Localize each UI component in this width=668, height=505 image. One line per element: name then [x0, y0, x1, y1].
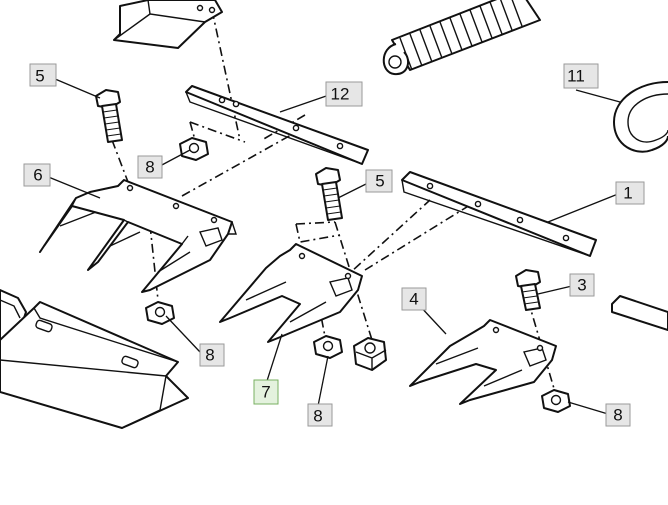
- callout-label: 4: [409, 290, 418, 309]
- callout-7: 7: [253, 379, 279, 405]
- callout-label: 8: [613, 406, 622, 425]
- top-plate-partial: [113, 0, 223, 49]
- callout-5-upper-left: 5: [29, 63, 57, 87]
- right-bar-partial: [611, 295, 668, 331]
- callout-label: 3: [577, 276, 586, 295]
- callout-label: 1: [623, 184, 632, 203]
- bolt-right: [515, 269, 541, 311]
- tension-spring: [382, 0, 541, 76]
- retaining-clip: [613, 81, 668, 153]
- bolt-left: [95, 89, 123, 143]
- knife-section-plate: [0, 301, 189, 429]
- callout-label: 5: [375, 172, 384, 191]
- callout-label: 7: [261, 383, 270, 402]
- callout-6: 6: [23, 163, 51, 187]
- callout-1: 1: [615, 181, 645, 205]
- nut-right-lower: [541, 389, 571, 413]
- part-7-guard: [219, 243, 363, 343]
- callout-label: 5: [35, 67, 44, 86]
- callout-3: 3: [569, 273, 595, 297]
- nut-center-large: [353, 337, 387, 371]
- part-1-bar: [401, 171, 597, 257]
- part-6-guard: [39, 179, 237, 293]
- bolt-center: [315, 167, 343, 221]
- callout-8-left-lower: 8: [199, 343, 225, 367]
- callout-8-upper: 8: [137, 155, 163, 179]
- callout-label: 11: [567, 67, 585, 86]
- callout-4: 4: [401, 287, 427, 311]
- callout-label: 12: [331, 85, 350, 104]
- part-4-guard: [409, 319, 557, 405]
- nut-left-lower: [145, 301, 175, 325]
- callout-label: 8: [145, 158, 154, 177]
- callout-8-right-lower: 8: [605, 403, 631, 427]
- callout-12: 12: [325, 81, 363, 107]
- nut-upper: [179, 137, 209, 161]
- callout-11: 11: [563, 63, 599, 89]
- part-12-bar: [185, 85, 369, 165]
- callout-8-center-lower: 8: [307, 403, 333, 427]
- callout-label: 8: [313, 407, 322, 426]
- callout-label: 8: [205, 346, 214, 365]
- callout-5-center: 5: [365, 169, 393, 193]
- nut-center-lower: [313, 335, 343, 359]
- callout-label: 6: [33, 166, 42, 185]
